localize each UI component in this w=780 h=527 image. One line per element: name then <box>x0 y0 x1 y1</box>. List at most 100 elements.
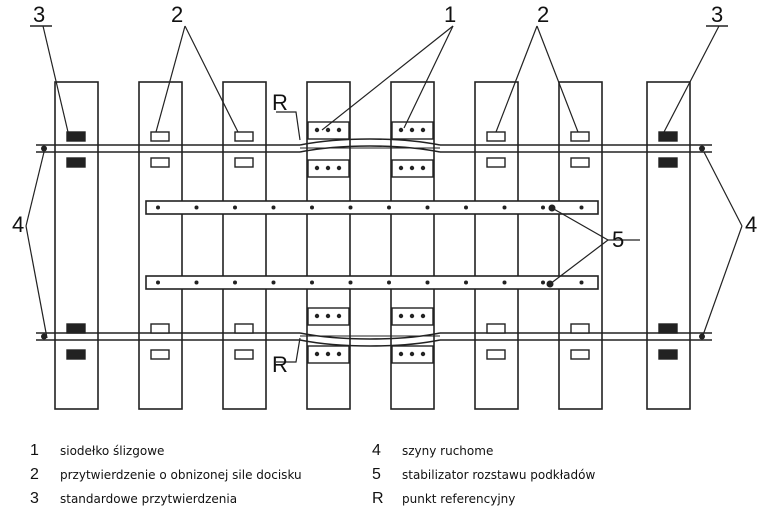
bolt-hole <box>271 280 276 285</box>
reduced-fastening <box>486 323 506 334</box>
legend-text: przytwierdzenie o obnizonej sile docisku <box>60 468 302 482</box>
reduced-fastening <box>486 157 506 168</box>
leader-line <box>495 25 538 133</box>
bolt-hole <box>464 205 468 210</box>
reduced-fastening <box>486 131 506 142</box>
legend-number: 4 <box>372 442 381 459</box>
bolt <box>398 351 404 357</box>
standard-fastening <box>658 349 678 360</box>
leader-line <box>403 25 454 129</box>
bolt-hole <box>502 280 507 285</box>
bolt-hole <box>464 280 468 285</box>
bolt <box>314 313 320 319</box>
bolt-hole <box>233 280 237 285</box>
callout-3-right: 3 <box>711 2 723 27</box>
rail-curve <box>299 332 441 340</box>
legend: 1 siodełko ślizgowe 2 przytwierdzenie o … <box>0 436 780 527</box>
sleeper <box>646 81 691 410</box>
legend-item: 5 stabilizator rozstawu podkładów <box>372 466 595 484</box>
bolt-hole <box>425 280 430 285</box>
legend-number: 1 <box>30 442 39 459</box>
bolt <box>336 351 342 357</box>
rail-curve <box>299 138 441 146</box>
legend-item: 2 przytwierdzenie o obnizonej sile docis… <box>30 466 302 484</box>
reduced-fastening <box>150 349 170 360</box>
legend-text: stabilizator rozstawu podkładów <box>402 468 596 482</box>
sleeper <box>222 81 267 410</box>
bolt-hole <box>233 205 237 210</box>
callout-2-right: 2 <box>537 2 549 27</box>
stabilizer-bar <box>145 200 599 215</box>
callout-1: 1 <box>444 2 456 27</box>
reduced-fastening <box>570 131 590 142</box>
leader-line <box>184 25 239 133</box>
callout-4-left: 4 <box>12 212 24 237</box>
legend-text: standardowe przytwierdzenia <box>60 492 238 506</box>
bolt-hole <box>310 280 314 285</box>
sleepers <box>54 81 691 410</box>
bolt <box>336 127 342 133</box>
bolt-hole <box>271 205 276 210</box>
reduced-fastening <box>570 323 590 334</box>
standard-fastening <box>658 131 678 142</box>
bolt <box>398 165 404 171</box>
bolt-hole <box>156 205 160 210</box>
leader-lines <box>25 25 743 363</box>
callout-3-left: 3 <box>33 2 45 27</box>
bolt <box>420 165 426 171</box>
rail-curve <box>299 145 441 153</box>
rail-end-point <box>699 145 705 152</box>
bolt <box>325 165 331 171</box>
reduced-fastening <box>150 323 170 334</box>
bolt <box>336 165 342 171</box>
bolt-hole <box>194 280 199 285</box>
bolt-hole <box>579 205 584 210</box>
bolt-hole <box>348 205 353 210</box>
bolt-hole <box>348 280 353 285</box>
bolt <box>398 313 404 319</box>
legend-item: R punkt referencyjny <box>372 490 515 508</box>
reduced-fastening <box>570 349 590 360</box>
leader-line <box>321 25 454 131</box>
bolt <box>398 127 404 133</box>
leader-line <box>42 25 69 133</box>
bolt-hole <box>579 280 584 285</box>
bolt <box>325 351 331 357</box>
bolt-hole <box>156 280 160 285</box>
callout-2-left: 2 <box>171 2 183 27</box>
legend-item: 1 siodełko ślizgowe <box>30 442 164 460</box>
leader-line <box>276 111 301 141</box>
standard-fastening <box>66 323 86 334</box>
rail-end-point <box>41 333 47 340</box>
reduced-fastening <box>234 157 254 168</box>
leader-line <box>25 151 45 227</box>
bolt <box>420 351 426 357</box>
bolt <box>409 165 415 171</box>
callout-R-bottom: R <box>272 352 288 377</box>
stabilizer-bar <box>145 275 599 290</box>
bolt <box>420 313 426 319</box>
callout-R-top: R <box>272 90 288 115</box>
bolt <box>409 127 415 133</box>
sleeper <box>558 81 603 410</box>
bolt <box>314 351 320 357</box>
bolt-hole <box>194 205 199 210</box>
reduced-fastening <box>486 349 506 360</box>
bolt-hole <box>387 205 391 210</box>
reduced-fastening <box>234 349 254 360</box>
gauge-stabilizer-bars <box>145 200 599 290</box>
leader-line <box>551 207 609 241</box>
bolt-hole <box>387 280 391 285</box>
reduced-fastening <box>150 131 170 142</box>
reduced-fastening <box>234 131 254 142</box>
standard-fastening <box>66 349 86 360</box>
leader-line <box>155 25 186 133</box>
bolt-hole <box>310 205 314 210</box>
legend-number: 2 <box>30 466 39 483</box>
legend-item: 4 szyny ruchome <box>372 442 493 460</box>
reduced-fastening <box>234 323 254 334</box>
callout-4-right: 4 <box>745 212 757 237</box>
sleeper <box>138 81 183 410</box>
leader-line <box>663 25 720 133</box>
bolt-hole <box>541 205 545 210</box>
